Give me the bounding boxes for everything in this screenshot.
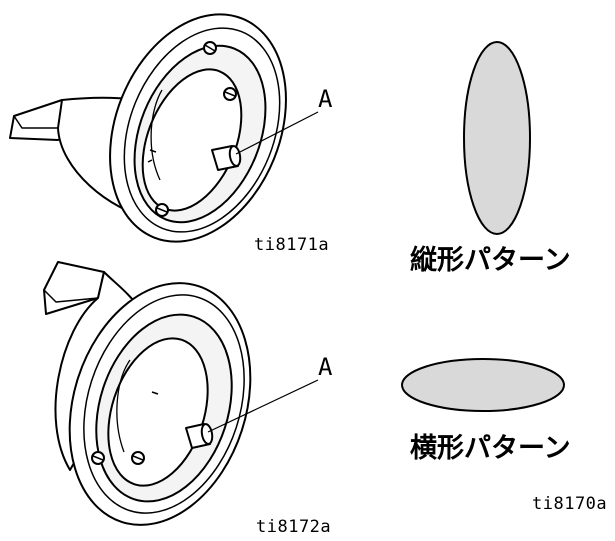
top-nozzle-pin	[211, 145, 242, 171]
vertical-pattern-shape	[463, 41, 531, 235]
horizontal-pattern-shape	[401, 358, 565, 412]
top-figure-id: ti8171a	[254, 235, 330, 255]
horizontal-pattern-label: 横形パターン	[410, 433, 571, 464]
bottom-figure-id: ti8172a	[256, 517, 332, 537]
bottom-callout-label: A	[318, 353, 333, 381]
bottom-nozzle-pin	[185, 423, 214, 449]
top-callout-label: A	[318, 85, 333, 113]
top-nozzle-illustration	[9, 13, 287, 243]
pattern-figure-id: ti8170a	[532, 494, 608, 514]
bottom-nozzle-illustration	[43, 261, 252, 526]
bottom-callout-leader	[207, 379, 319, 433]
vertical-pattern-label: 縦形パターン	[410, 245, 571, 276]
top-callout-leader	[235, 111, 319, 155]
